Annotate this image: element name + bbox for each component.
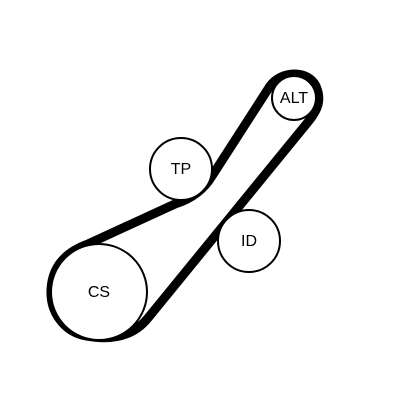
tp-label: TP [171, 161, 191, 178]
alt-pulley [271, 75, 317, 121]
id-pulley [217, 209, 281, 273]
alt-label: ALT [280, 90, 308, 107]
cs-pulley [50, 243, 148, 341]
id-label: ID [241, 233, 257, 250]
tp-pulley [149, 137, 213, 201]
cs-label: CS [88, 284, 110, 301]
